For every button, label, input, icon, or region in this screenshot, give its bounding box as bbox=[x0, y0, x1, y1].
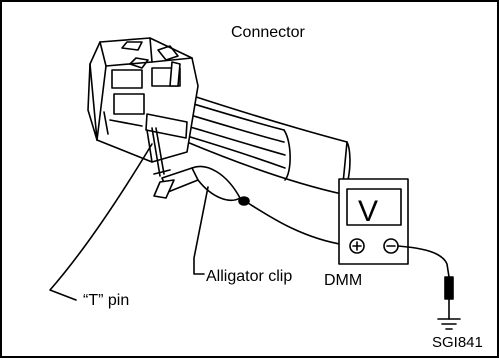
alligator-clip-leader-line bbox=[193, 186, 209, 275]
connector-body bbox=[87, 37, 199, 163]
alligator-clip bbox=[153, 165, 250, 206]
ground-symbol-icon bbox=[437, 318, 461, 330]
figure-code: SGI841 bbox=[432, 334, 483, 351]
test-lead-positive bbox=[247, 202, 346, 246]
dmm-meter bbox=[338, 178, 409, 265]
dmm-label: DMM bbox=[324, 272, 363, 289]
plus-terminal-icon bbox=[349, 238, 365, 254]
t-pin-label: “T” pin bbox=[83, 292, 130, 309]
t-pin-leader-line bbox=[49, 143, 153, 301]
harness-cable bbox=[186, 93, 351, 195]
plus-sign-icon bbox=[352, 241, 362, 251]
meter-display-readout: V bbox=[358, 195, 379, 228]
connector-label: Connector bbox=[231, 24, 305, 41]
t-pin bbox=[151, 127, 171, 177]
ground-lead bbox=[397, 245, 454, 320]
alligator-clip-label: Alligator clip bbox=[206, 268, 293, 285]
